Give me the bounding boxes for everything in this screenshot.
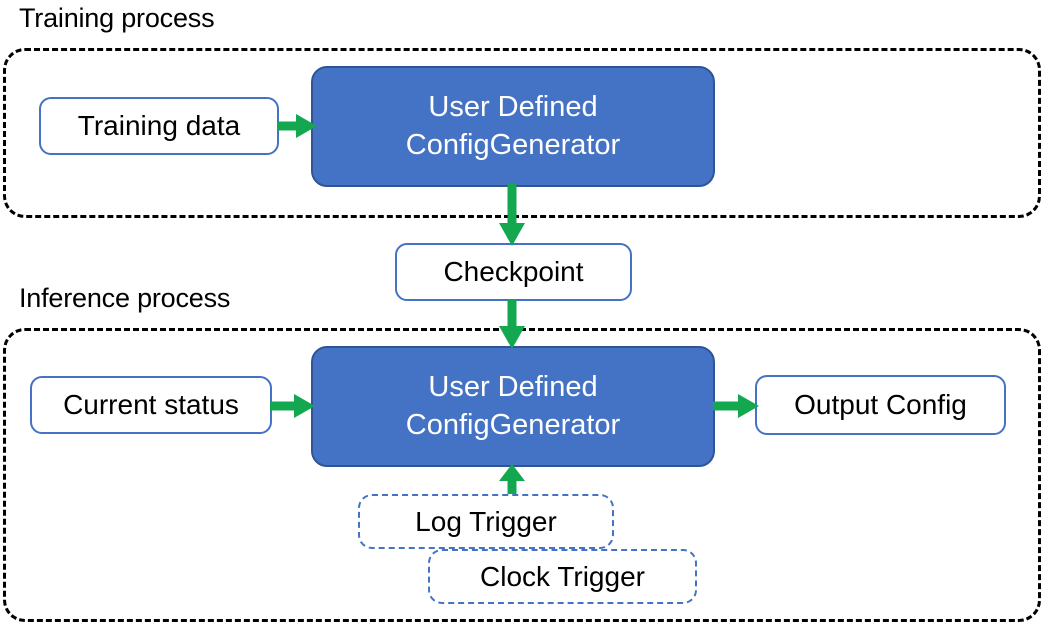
clock-trigger-node[interactable]: Clock Trigger: [428, 549, 697, 604]
inference-config-generator-line2: ConfigGenerator: [405, 408, 621, 441]
inference-config-generator-node[interactable]: User Defined ConfigGenerator: [311, 346, 715, 467]
log-trigger-node[interactable]: Log Trigger: [358, 494, 614, 549]
checkpoint-node[interactable]: Checkpoint: [395, 243, 632, 301]
training-config-generator-line1: User Defined: [428, 91, 598, 124]
training-config-generator-line2: ConfigGenerator: [405, 128, 621, 161]
training-config-generator-node[interactable]: User Defined ConfigGenerator: [311, 66, 715, 187]
inference-config-generator-line1: User Defined: [428, 371, 598, 404]
training-process-title: Training process: [19, 3, 215, 33]
inference-process-title: Inference process: [19, 283, 231, 313]
training-data-node[interactable]: Training data: [39, 97, 279, 155]
training-process-group: [3, 48, 1041, 218]
output-config-node[interactable]: Output Config: [755, 375, 1006, 435]
current-status-node[interactable]: Current status: [30, 376, 272, 434]
